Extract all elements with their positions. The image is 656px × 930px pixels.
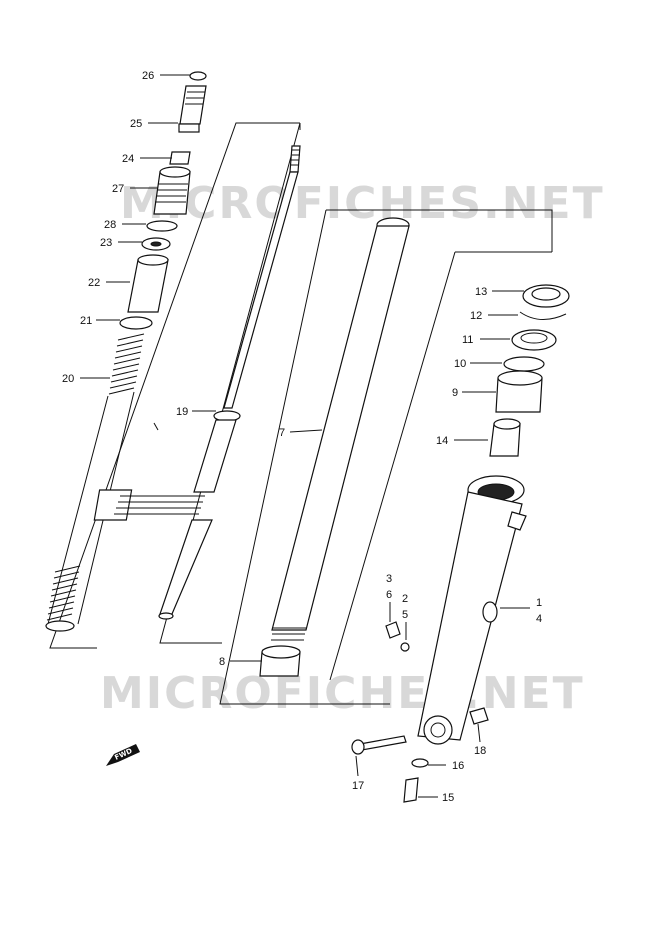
part-15-bolt [403,777,419,803]
callout-28: 28 [104,219,116,231]
part-27-adjuster [153,171,191,215]
group-frame-mid [159,122,301,644]
part-1-outer-tube [417,491,523,741]
oil-seal-inner [520,332,548,344]
callout-14: 14 [436,435,448,447]
rod-tail [159,519,213,615]
callout-26: 26 [142,70,154,82]
part-22-top [137,254,169,266]
axle-hole [430,722,446,738]
part-22-spacer [127,259,169,313]
dust-seal-inner [531,287,561,301]
callout-13: 13 [475,286,487,298]
rod-threads [185,91,205,105]
rod-tail-end [158,612,174,620]
rod-lower-body [193,419,237,493]
part-19-rod [223,171,299,409]
spring-assembly-group [45,71,301,649]
piston-rings [114,495,205,515]
callout-8: 8 [219,656,225,668]
frame-mark [153,422,159,431]
callout-18: 18 [474,745,486,757]
outer-tube-boss [482,601,498,623]
callout-labels: 26 25 24 27 28 23 22 21 20 19 7 8 13 12 … [62,70,542,804]
part-20-spring-top-coils [108,333,145,395]
callout-22: 22 [88,277,100,289]
frame-outer-left [329,251,456,681]
spring-bottom [45,620,75,632]
fwd-arrow: FWD [106,744,140,766]
outer-tube-axle-boss [423,715,453,745]
callout-23: 23 [100,237,112,249]
part-3-bolt [385,621,401,639]
callout-5: 5 [402,609,408,621]
callout-10: 10 [454,358,466,370]
part-18-nut [469,707,489,725]
part-25-rod [179,85,207,125]
part-21-ring [119,316,153,330]
part-16-washer [411,758,429,768]
fwd-label: FWD [113,747,133,762]
callout-25: 25 [130,118,142,130]
callout-9: 9 [452,387,458,399]
watermark-top: MICROFICHES.NET [120,178,605,229]
callout-27: 27 [112,183,124,195]
part-8-top [261,645,301,659]
part-14-top [493,418,521,430]
part-17-bolt [359,735,407,751]
callout-20: 20 [62,373,74,385]
rod-tip-threads [291,149,300,166]
frame-inner-left [219,209,390,705]
callout-11: 11 [462,334,473,346]
callout-7: 7 [279,427,285,439]
callout-1: 1 [536,597,542,609]
part-26-cap [189,71,207,81]
callout-16: 16 [452,760,464,772]
callout-21: 21 [80,315,92,327]
callout-19: 19 [176,406,188,418]
callout-4: 4 [536,613,542,625]
callout-15: 15 [442,792,454,804]
outer-tube-group [329,251,570,803]
tube-bottom-rings [271,627,306,641]
outer-tube-tab [507,511,527,531]
part-7-inner-tube [271,225,410,631]
rod-piston [93,489,133,521]
frame-inner-top [326,209,553,252]
part-2-washer [400,642,410,652]
callout-6: 6 [386,589,392,601]
part-17-head [351,739,365,755]
part-20-spring-bottom-coils [46,565,81,621]
fwd-arrow-shape [106,744,140,766]
damper-rod-group [93,122,301,644]
part-10-washer [503,356,545,372]
leader-lines [80,74,530,798]
part-28-ring [146,220,178,232]
part-25-collar [178,123,200,133]
callout-3: 3 [386,573,392,585]
watermark-bottom: MICROFICHES.NET [100,668,585,719]
part-24-nut [169,151,191,165]
callout-2: 2 [402,593,408,605]
inner-tube-group [219,209,553,705]
part-9-top [497,370,543,386]
callout-17: 17 [352,780,364,792]
part-12-clip [519,311,567,320]
adjuster-threads [155,183,188,203]
washer-hole [150,241,162,247]
callout-12: 12 [470,310,482,322]
callout-24: 24 [122,153,134,165]
part-27-top [159,166,191,178]
